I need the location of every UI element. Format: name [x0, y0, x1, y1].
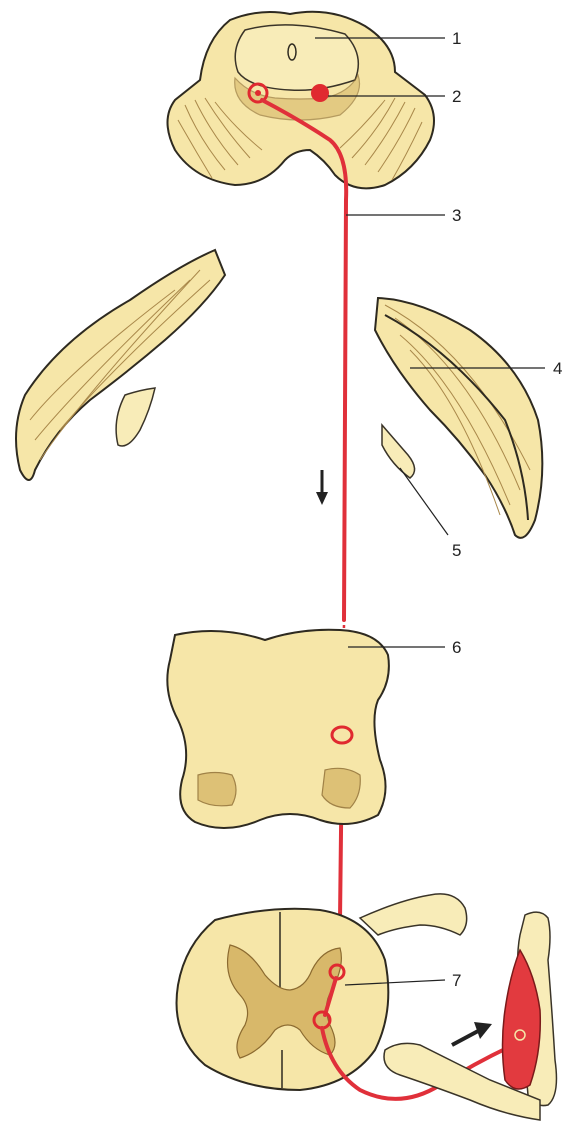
spinal-cord-section	[177, 894, 520, 1099]
label-1: 1	[452, 29, 461, 48]
label-5: 5	[452, 541, 461, 560]
red-nucleus-right	[311, 84, 329, 102]
cerebellar-lobe-right	[375, 298, 542, 538]
label-6: 6	[452, 638, 461, 657]
cerebellar-lobe-left	[16, 250, 225, 480]
arrow-up-right-icon	[452, 1022, 492, 1045]
label-2: 2	[452, 87, 461, 106]
medulla-section	[167, 630, 389, 828]
arm-bone-and-muscle	[384, 912, 556, 1120]
arrow-down-icon	[316, 470, 328, 505]
label-4: 4	[553, 359, 562, 378]
descending-tract	[344, 200, 346, 620]
leader-line-5	[400, 468, 448, 535]
label-7: 7	[452, 971, 461, 990]
label-3: 3	[452, 206, 461, 225]
